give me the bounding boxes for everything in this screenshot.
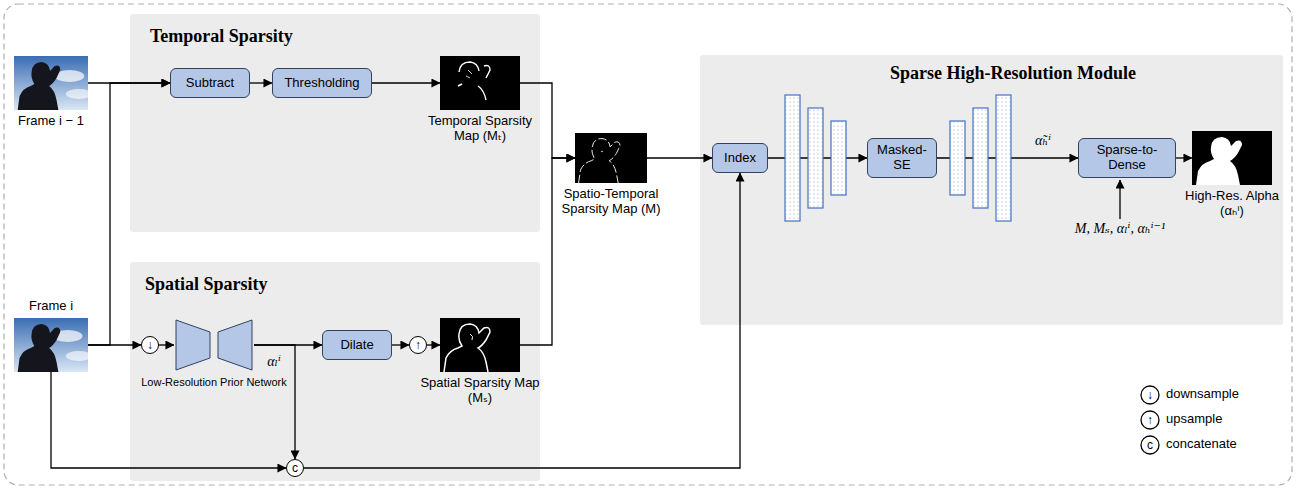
process-box: Index [712, 143, 768, 173]
legend-text: upsample [1166, 412, 1222, 427]
encoder-decoder-shape [174, 318, 254, 372]
process-box: Sparse-to-Dense [1078, 138, 1176, 178]
edge-label: α̃ₕⁱ [1035, 133, 1051, 149]
module-panel: Temporal SparsitySubtract Thresholding Te… [130, 14, 540, 232]
process-box: Thresholding [272, 68, 372, 98]
dashed-border [4, 4, 1292, 485]
flow-arrow [304, 173, 740, 468]
flow-arrow [250, 82, 272, 83]
flow-arrow [372, 82, 440, 83]
feature-bars [785, 95, 1011, 221]
operator-circle: c [286, 459, 304, 477]
module-panel: Sparse High-Resolution ModuleIndex Masked… [700, 55, 1283, 325]
symbol-glyph: c [292, 462, 298, 474]
operator-circle: ↓ [141, 336, 159, 354]
symbol-glyph: ↑ [415, 339, 421, 351]
symbol-glyph: ↑ [1147, 414, 1153, 426]
alpha-matte: High-Res. Alpha (αₕⁱ) [1192, 131, 1272, 185]
box-label: Sparse-to-Dense [1083, 143, 1171, 173]
image-caption: Spatial Sparsity Map (Mₛ) [419, 376, 541, 406]
sparsity-map-image [440, 56, 520, 110]
image-caption: Frame i [5, 299, 97, 314]
image-caption: Low-Resolution Prior Network [134, 376, 294, 389]
flow-arrow [254, 345, 295, 459]
flow-arrow [520, 83, 575, 158]
flow-arrow [520, 158, 575, 345]
edge-label: αₗⁱ [267, 354, 281, 370]
video-frame-image [14, 56, 88, 110]
symbol-glyph: ↓ [147, 339, 153, 351]
flow-arrow [1176, 157, 1192, 158]
image-caption: Spatio-Temporal Sparsity Map (M) [559, 187, 663, 217]
symbol-glyph: ↓ [1147, 389, 1153, 401]
legend-text: concatenate [1166, 437, 1237, 452]
sparsity-map-image [575, 133, 647, 183]
video-frame-image [14, 318, 88, 372]
module-panel: Spatial Sparsity ↓ Low-Resolution Prior N… [130, 262, 540, 481]
alpha-matte-image [1192, 131, 1272, 185]
sparsity-map: Temporal Sparsity Map (Mₜ) [440, 56, 520, 110]
image-caption: Frame i − 1 [5, 114, 97, 129]
sparsity-map: Spatio-Temporal Sparsity Map (M) [575, 133, 647, 183]
panel-title: Spatial Sparsity [145, 274, 268, 295]
operator-circle: ↑ [409, 336, 427, 354]
box-label: Subtract [186, 76, 234, 91]
box-label: Masked-SE [872, 143, 932, 173]
flow-arrow [768, 157, 867, 158]
legend-text: downsample [1166, 387, 1239, 402]
box-label: Thresholding [284, 76, 359, 91]
video-frame: Frame i [14, 318, 88, 372]
sparsity-map: Spatial Sparsity Map (Mₛ) [440, 318, 520, 372]
flow-arrow [647, 157, 712, 158]
note-label: M, Mₛ, αₗⁱ, αₕⁱ⁻¹ [1075, 221, 1165, 237]
legend-symbols [1141, 386, 1159, 454]
flow-arrow [88, 82, 170, 83]
flow-arrow [159, 344, 174, 345]
process-box: Subtract [170, 68, 250, 98]
flow-arrow [88, 344, 141, 345]
flow-arrow [392, 344, 409, 345]
process-box: Masked-SE [867, 138, 937, 178]
flow-arrow [937, 157, 1078, 158]
box-label: Dilate [340, 338, 373, 353]
symbol-glyph: c [1147, 439, 1153, 451]
process-box: Dilate [322, 330, 392, 360]
video-frame: Frame i − 1 [14, 56, 88, 110]
flow-arrow [254, 344, 322, 345]
leader-arrow [1119, 180, 1120, 219]
image-caption: Temporal Sparsity Map (Mₜ) [419, 114, 541, 144]
flow-arrow [427, 344, 440, 345]
image-caption: High-Res. Alpha (αₕⁱ) [1182, 189, 1282, 219]
flow-arrow [51, 372, 286, 468]
panel-title: Temporal Sparsity [150, 26, 293, 47]
box-label: Index [724, 151, 756, 166]
panel-title: Sparse High-Resolution Module [890, 63, 1136, 84]
flow-arrow [88, 83, 170, 345]
network-shape: Low-Resolution Prior Network [174, 318, 254, 372]
sparsity-map-image [440, 318, 520, 372]
